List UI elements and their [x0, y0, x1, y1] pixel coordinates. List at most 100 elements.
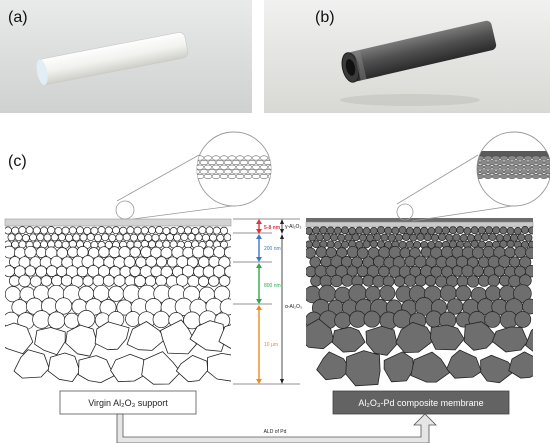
- pore-particle: [220, 226, 228, 235]
- magnified-grain: [507, 173, 517, 179]
- right-top-layer: [305, 221, 534, 228]
- pore-particle: [165, 233, 174, 242]
- magnified-grain: [259, 155, 269, 161]
- pore-particle: [133, 226, 142, 235]
- pore-particle: [47, 226, 56, 235]
- magnified-grain: [535, 160, 545, 166]
- panel-label-c: (c): [8, 153, 27, 170]
- pore-particle: [349, 310, 367, 328]
- pore-particle: [341, 274, 354, 287]
- pore-particle: [334, 311, 352, 329]
- pore-particle: [76, 226, 84, 235]
- pd-layer: [477, 151, 550, 157]
- magnified-grain: [519, 169, 529, 175]
- pore-particle: [344, 233, 353, 242]
- photo-white-tube: [0, 0, 252, 113]
- grain-particle: [218, 324, 231, 349]
- magnified-grain: [255, 160, 265, 166]
- magnified-grain: [503, 169, 513, 175]
- pore-particle: [519, 256, 532, 269]
- magnified-grain: [235, 164, 245, 170]
- magnified-grain: [215, 160, 225, 166]
- magnified-grain: [231, 169, 241, 175]
- pore-particle: [72, 233, 81, 242]
- right-caption-box: Al₂O₃-Pd composite membrane: [332, 390, 510, 415]
- pore-particle: [148, 226, 156, 235]
- magnified-grain: [507, 155, 517, 161]
- pore-particle: [180, 233, 189, 242]
- magnified-grain: [267, 164, 271, 170]
- pore-particle: [524, 233, 533, 242]
- pore-particle: [481, 233, 490, 242]
- grain-particle: [189, 320, 225, 352]
- left-top-layer: [4, 218, 232, 227]
- pore-particle: [205, 240, 214, 248]
- pore-particle: [7, 233, 16, 242]
- magnified-grain: [251, 164, 261, 170]
- magnified-grain: [539, 164, 549, 170]
- pore-particle: [122, 233, 131, 242]
- pore-particle: [430, 233, 439, 242]
- magnified-grain: [483, 173, 493, 179]
- magnified-grain: [227, 173, 237, 179]
- pore-particle: [187, 275, 200, 288]
- pore-particle: [54, 240, 63, 249]
- magnified-grain: [511, 169, 521, 175]
- pore-particle: [470, 240, 479, 248]
- pore-particle: [372, 275, 385, 288]
- pore-particle: [115, 233, 124, 242]
- grain-particle: [395, 321, 435, 353]
- magnified-grain: [531, 155, 541, 161]
- magnified-grain: [259, 173, 269, 179]
- grain-particle: [410, 351, 451, 383]
- magnified-grain: [243, 155, 253, 161]
- magnified-grain: [247, 160, 257, 166]
- pore-particle: [98, 246, 110, 258]
- pore-particle: [488, 233, 497, 242]
- magnified-grain: [215, 169, 225, 175]
- magnified-grain: [531, 164, 541, 170]
- photo-dark-tube: [264, 0, 550, 113]
- pore-particle: [14, 233, 23, 242]
- pore-particle: [67, 246, 79, 258]
- magnified-grain: [539, 173, 549, 179]
- pore-particle: [306, 265, 317, 278]
- grain-particle: [463, 321, 498, 351]
- pore-particle: [308, 233, 317, 242]
- magnified-grain: [223, 169, 233, 175]
- pore-particle: [25, 226, 34, 235]
- magnified-grain: [263, 160, 271, 166]
- pore-particle: [216, 234, 225, 242]
- magnifier-left: [115, 131, 272, 220]
- pore-particle: [461, 264, 474, 278]
- grain-particle: [94, 321, 130, 351]
- magnified-grain: [515, 164, 525, 170]
- magnified-grain: [247, 169, 257, 175]
- left-cross-section: [4, 218, 232, 385]
- pore-particle: [134, 275, 146, 287]
- pore-particle: [108, 246, 121, 258]
- magnified-grain: [543, 160, 550, 166]
- pore-particle: [405, 240, 414, 249]
- pore-particle: [358, 233, 367, 242]
- pore-particle: [209, 233, 218, 242]
- pore-particle: [92, 274, 105, 287]
- pore-particle: [212, 226, 221, 235]
- pore-particle: [506, 240, 515, 248]
- pore-particle: [414, 274, 427, 287]
- pore-particle: [202, 246, 215, 258]
- magnified-grain: [499, 173, 509, 179]
- pore-particle: [108, 233, 117, 242]
- magnified-grain: [543, 169, 550, 175]
- pore-particle: [322, 233, 331, 242]
- pore-particle: [43, 233, 52, 242]
- magnified-grain: [477, 160, 481, 166]
- magnified-grain: [239, 160, 249, 166]
- pore-particle: [47, 311, 66, 330]
- pore-particle: [506, 226, 515, 235]
- pore-particle: [86, 233, 95, 242]
- grain-particle: [141, 351, 181, 385]
- pore-particle: [423, 233, 432, 242]
- grain-particle: [492, 326, 529, 353]
- pore-particle: [325, 265, 338, 277]
